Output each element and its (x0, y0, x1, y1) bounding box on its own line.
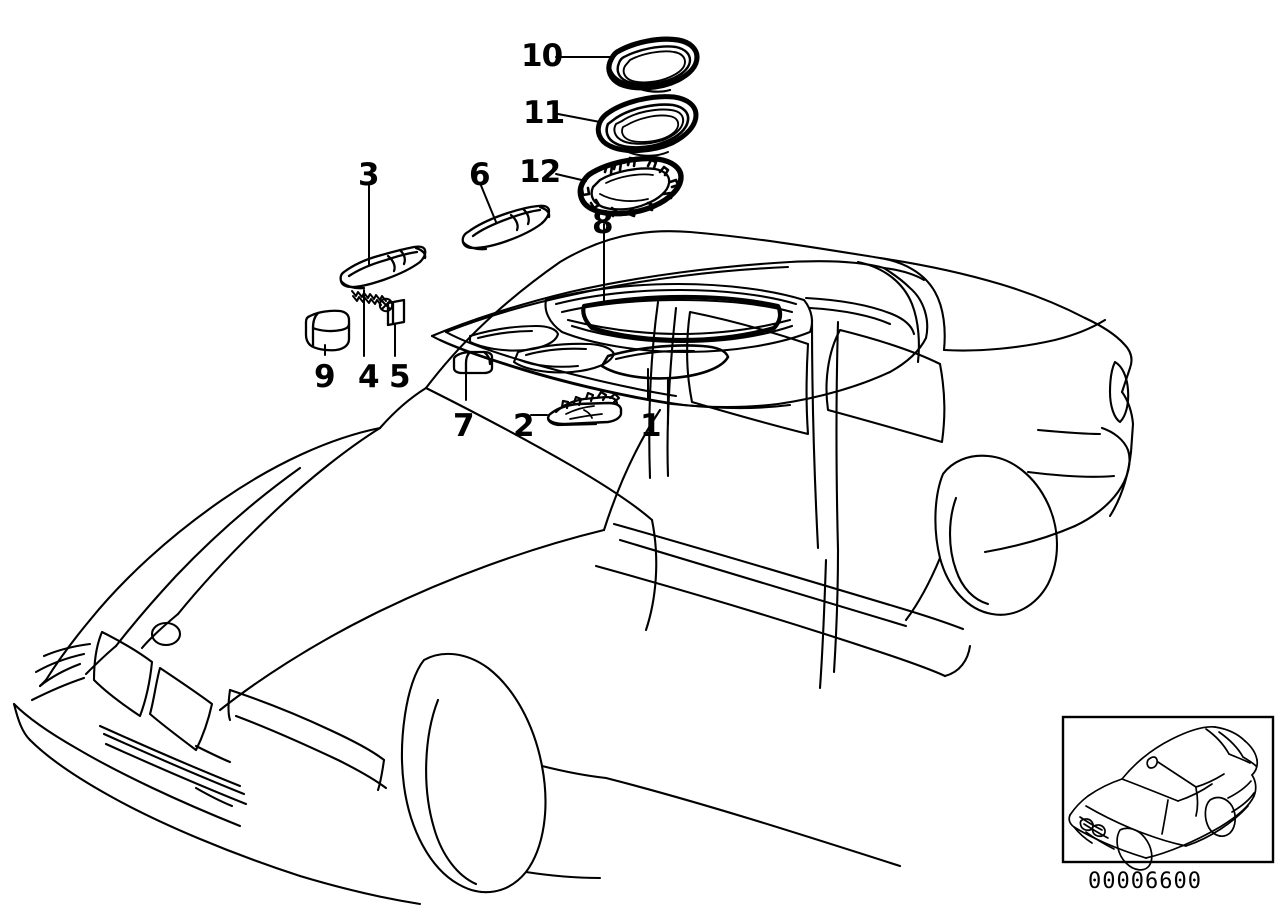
module-contact-pins (560, 390, 621, 410)
callout-label-9[interactable]: 9 (314, 359, 336, 395)
part-12-sunroof-frame (577, 155, 684, 218)
vehicle-body-outline (12, 230, 1135, 906)
callout-label-5[interactable]: 5 (389, 359, 411, 395)
callout-label-7[interactable]: 7 (453, 408, 475, 444)
callout-label-11[interactable]: 11 (523, 95, 565, 131)
part-11-sunroof-seal (595, 94, 699, 157)
callout-leader-lines (324, 56, 649, 416)
headliner-assembly (430, 260, 929, 410)
callout-label-8[interactable]: 8 (592, 205, 614, 241)
callout-label-2[interactable]: 2 (513, 408, 535, 444)
part-3-grab-handle (339, 245, 427, 290)
part-2-interior-light-module (546, 390, 623, 427)
drawing-number: 00006600 (1088, 869, 1202, 894)
part-4-fillister-head-screw (351, 290, 394, 313)
callout-label-12[interactable]: 12 (519, 154, 561, 190)
part-10-sunroof-glass-panel (606, 36, 700, 93)
vehicle-overview-thumbnail (1061, 715, 1275, 871)
callout-label-6[interactable]: 6 (469, 157, 491, 193)
part-5-screw-cover-flap (386, 298, 406, 327)
callout-label-4[interactable]: 4 (358, 359, 380, 395)
part-6-grab-handle (461, 204, 551, 251)
callout-label-1[interactable]: 1 (640, 408, 662, 444)
callout-label-10[interactable]: 10 (521, 38, 563, 74)
part-7-clip-retainer (452, 350, 494, 375)
callout-label-3[interactable]: 3 (358, 157, 380, 193)
frame-clips (580, 156, 680, 218)
part-9-cover-cap (304, 309, 351, 352)
